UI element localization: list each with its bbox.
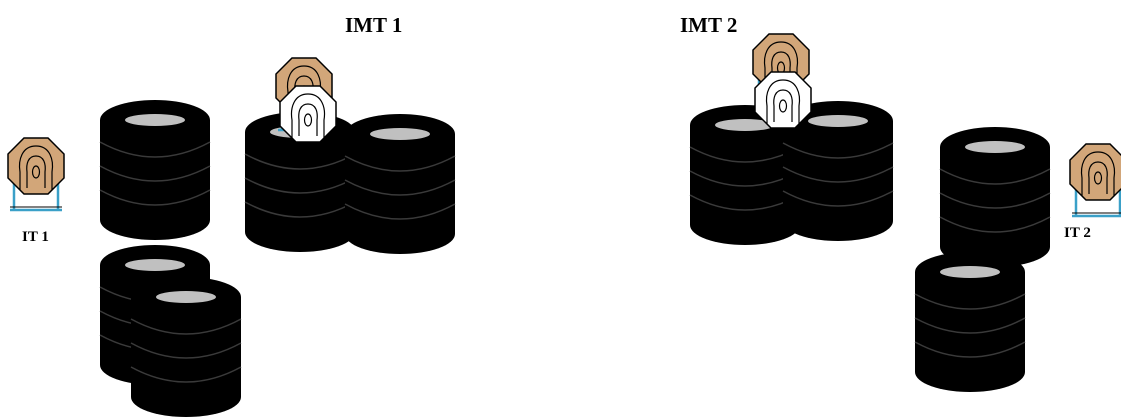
label-imt2: IMT 2 xyxy=(680,13,738,37)
tire-stack-right-lower xyxy=(914,251,1026,393)
label-it2: IT 2 xyxy=(1064,225,1091,241)
tire-stack-left-lower-front xyxy=(130,276,242,417)
it1-target-icon xyxy=(7,137,65,212)
it2-target-icon xyxy=(1069,143,1121,218)
tire-stack-right-upper xyxy=(939,126,1051,268)
imt2-white-target-icon xyxy=(754,71,812,129)
label-imt1: IMT 1 xyxy=(345,13,403,37)
tire-stack-imt1-right xyxy=(344,113,456,255)
label-it1: IT 1 xyxy=(22,229,49,245)
imt1-white-target-icon xyxy=(279,85,337,143)
tire-stack-left-upper xyxy=(99,99,211,241)
